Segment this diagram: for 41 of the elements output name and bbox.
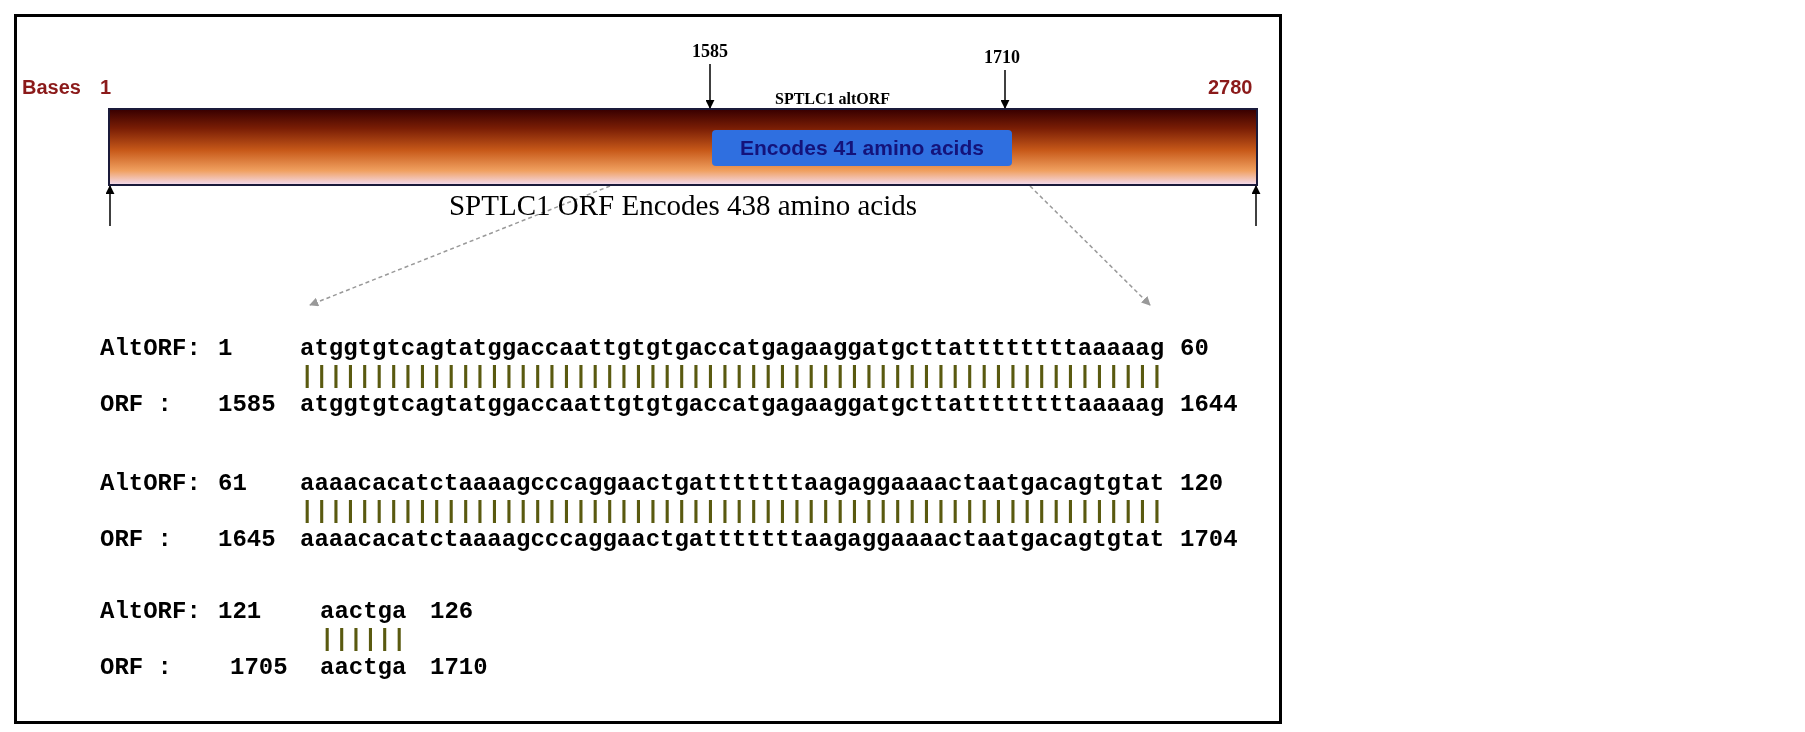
dashed-arrow xyxy=(1029,185,1151,306)
axis-label: Bases xyxy=(22,76,81,99)
row-label: AltORF: xyxy=(100,470,201,498)
position-number: 61 xyxy=(218,470,247,498)
position-number: 121 xyxy=(218,598,262,626)
row-label: ORF : xyxy=(100,391,172,419)
arrow xyxy=(1251,185,1261,227)
dashed-arrow xyxy=(309,185,611,307)
match-marks: |||||||||||||||||||||||||||||||||||||||||||||||||||||||||||| xyxy=(300,363,1165,391)
arrow xyxy=(105,185,115,227)
bar-caption: SPTLC1 ORF Encodes 438 amino acids xyxy=(448,188,918,222)
position-number: 1644 xyxy=(1180,391,1238,419)
position-number: 126 xyxy=(430,598,474,626)
position-number: 1645 xyxy=(218,526,276,554)
sequence-text: aaaacacatctaaaagcccaggaactgatttttttaagaggaaaactaatgacagtgtat xyxy=(300,470,1165,498)
sequence-text: aactga xyxy=(320,598,407,626)
position-number: 1705 xyxy=(230,654,288,682)
sequence-text: atggtgtcagtatggaccaattgtgtgaccatgagaaggatgcttattttttttaaaaag xyxy=(300,391,1165,419)
region-label: SPTLC1 altORF xyxy=(775,90,891,108)
position-number: 1710 xyxy=(972,44,1032,70)
altorf-box: Encodes 41 amino acids xyxy=(712,130,1012,166)
row-label: ORF : xyxy=(100,526,172,554)
sequence-text: aactga xyxy=(320,654,407,682)
sequence-text: atggtgtcagtatggaccaattgtgtgaccatgagaaggatgcttattttttttaaaaag xyxy=(300,335,1165,363)
row-label: ORF : xyxy=(100,654,172,682)
position-number: 1 xyxy=(218,335,233,363)
position-number: 120 xyxy=(1180,470,1224,498)
position-number: 1585 xyxy=(680,38,740,64)
match-marks: |||||||||||||||||||||||||||||||||||||||||||||||||||||||||||| xyxy=(300,498,1165,526)
arrow xyxy=(705,63,715,109)
arrow xyxy=(1000,69,1010,109)
position-number: 60 xyxy=(1180,335,1209,363)
axis-label: 1 xyxy=(100,76,112,99)
axis-label: 2780 xyxy=(1208,76,1253,99)
position-number: 1710 xyxy=(430,654,488,682)
match-marks: |||||| xyxy=(320,626,407,654)
position-number: 1704 xyxy=(1180,526,1238,554)
sequence-text: aaaacacatctaaaagcccaggaactgatttttttaagaggaaaactaatgacagtgtat xyxy=(300,526,1165,554)
row-label: AltORF: xyxy=(100,335,201,363)
row-label: AltORF: xyxy=(100,598,201,626)
position-number: 1585 xyxy=(218,391,276,419)
